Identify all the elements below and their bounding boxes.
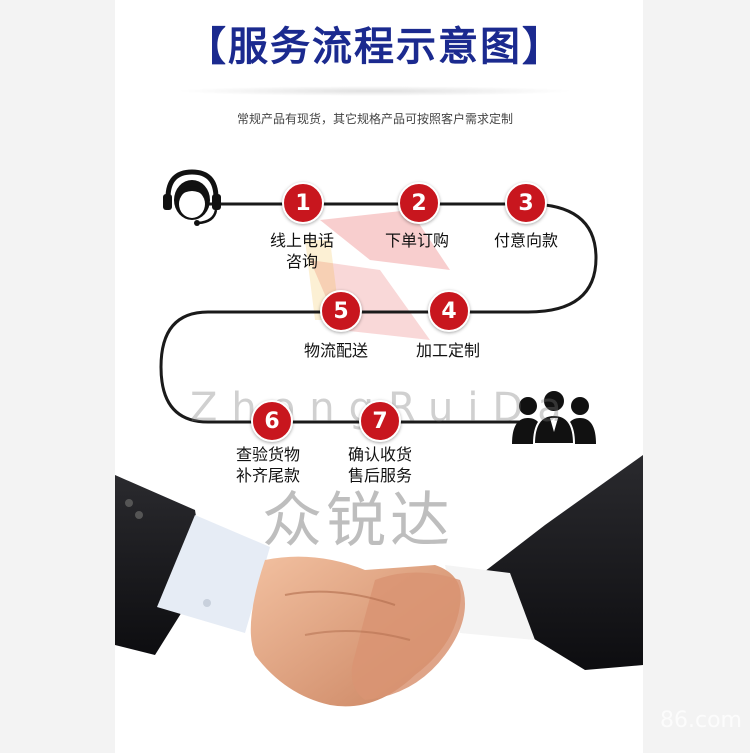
step-2-label: 下单订购 bbox=[384, 231, 449, 250]
step-7-line1: 确认收货 bbox=[347, 445, 412, 464]
step-4-badge: 4 bbox=[428, 290, 470, 332]
step-3-badge: 3 bbox=[505, 182, 547, 224]
step-1-line2: 咨询 bbox=[285, 252, 318, 271]
side-background-left bbox=[0, 0, 115, 753]
page-title: 【服务流程示意图】 bbox=[186, 24, 564, 70]
step-1-badge: 1 bbox=[282, 182, 324, 224]
corner-watermark-text: 86.com bbox=[660, 708, 742, 733]
step-6-label: 查验货物 补齐尾款 bbox=[228, 444, 308, 486]
step-7-line2: 售后服务 bbox=[347, 466, 412, 485]
step-1-label: 线上电话 咨询 bbox=[262, 230, 342, 272]
step-5-label: 物流配送 bbox=[303, 341, 368, 360]
step-7-label: 确认收货 售后服务 bbox=[340, 444, 420, 486]
page-subtitle: 常规产品有现货，其它规格产品可按照客户需求定制 bbox=[236, 112, 513, 126]
customer-group-icon bbox=[512, 389, 596, 444]
step-6-line1: 查验货物 bbox=[235, 445, 300, 464]
step-6-badge: 6 bbox=[251, 400, 293, 442]
side-background-right bbox=[643, 0, 750, 753]
watermark-chinese: 众锐达 bbox=[262, 486, 454, 556]
step-4-label: 加工定制 bbox=[415, 341, 480, 360]
headset-agent-icon bbox=[163, 169, 221, 226]
step-3-label: 付意向款 bbox=[493, 231, 558, 250]
title-underline-shadow bbox=[175, 86, 575, 96]
step-1-line1: 线上电话 bbox=[269, 231, 334, 250]
step-2-badge: 2 bbox=[398, 182, 440, 224]
step-7-badge: 7 bbox=[359, 400, 401, 442]
handshake-photo bbox=[115, 455, 643, 707]
step-6-line2: 补齐尾款 bbox=[235, 466, 300, 485]
step-5-badge: 5 bbox=[320, 290, 362, 332]
